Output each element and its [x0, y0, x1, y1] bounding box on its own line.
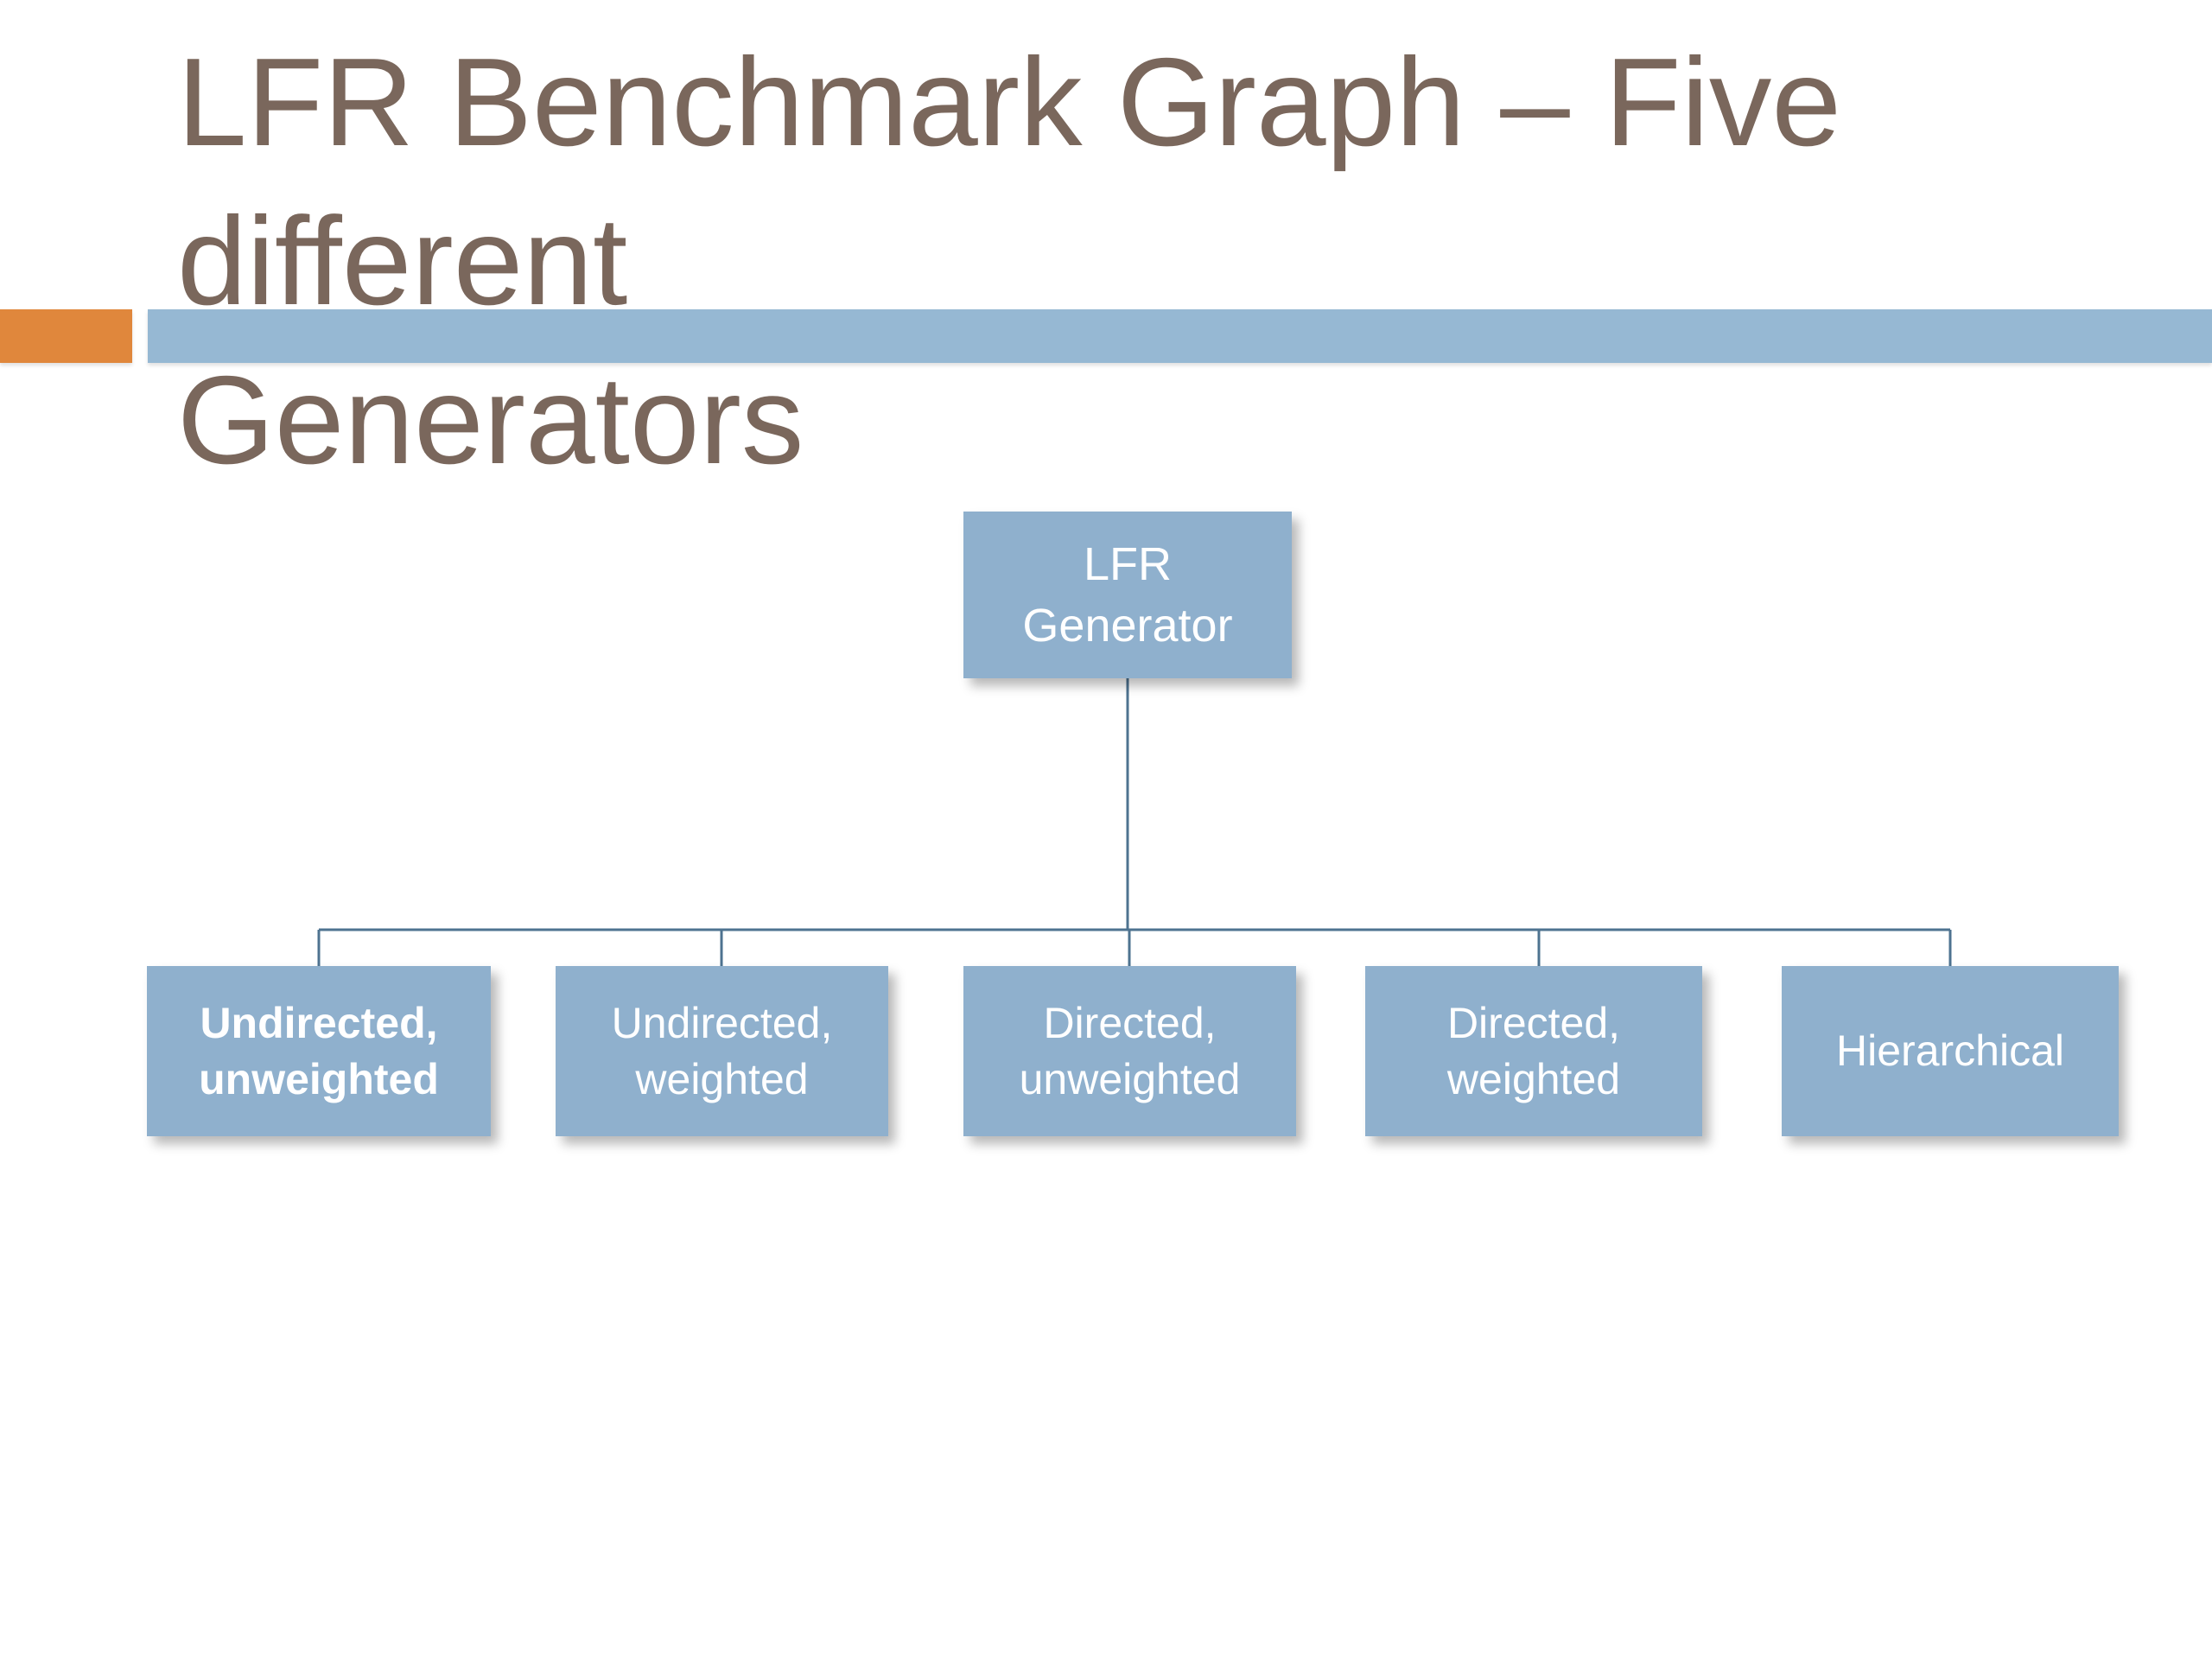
- slide-title: LFR Benchmark Graph – Five different Gen…: [177, 22, 2199, 499]
- node-directed-unweighted: Directed, unweighted: [963, 966, 1296, 1136]
- node-undirected-weighted: Undirected, weighted: [556, 966, 888, 1136]
- node-undirected-unweighted: Undirected, unweighted: [147, 966, 491, 1136]
- slide-title-line-1: LFR Benchmark Graph – Five different: [177, 32, 1841, 331]
- accent-blue-bar: [148, 309, 2212, 363]
- node-lfr-generator: LFR Generator: [963, 512, 1292, 678]
- node-directed-weighted: Directed, weighted: [1365, 966, 1702, 1136]
- accent-orange-block: [0, 309, 132, 363]
- node-hierarchical: Hierarchical: [1782, 966, 2119, 1136]
- slide-title-line-2: Generators: [177, 350, 804, 490]
